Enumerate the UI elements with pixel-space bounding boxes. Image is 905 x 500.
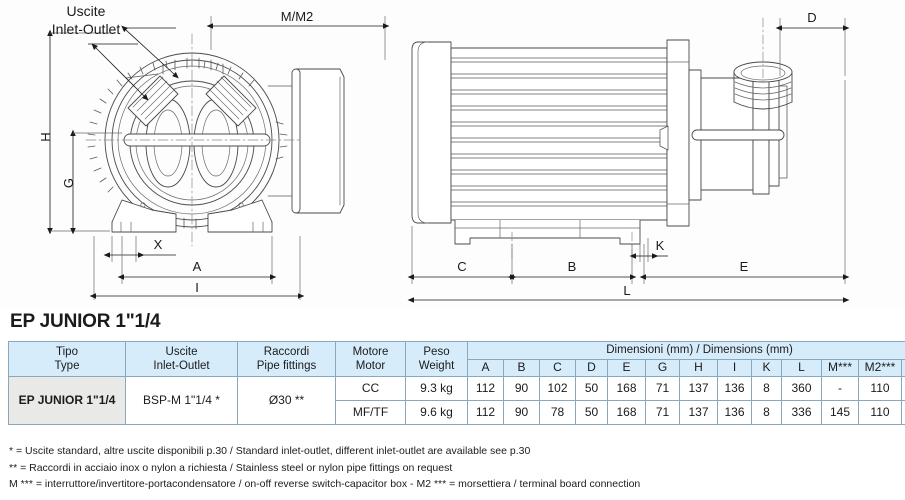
footnote-2: ** = Raccordi in acciaio inox o nylon a …	[9, 461, 453, 474]
dimension-d	[775, 18, 850, 76]
dimension-g	[70, 129, 122, 235]
callout-uscite-line2: Inlet-Outlet	[52, 21, 121, 37]
cell-dim-E: 168	[607, 376, 646, 401]
dimension-label-b: B	[568, 259, 577, 274]
page-title: EP JUNIOR 1"1/4	[10, 311, 161, 332]
footnote-3: M *** = interruttore/invertitore-portaco…	[9, 478, 641, 490]
cell-dim-K: 8	[751, 400, 782, 425]
cell-motor: MF/TF	[335, 400, 406, 425]
header-tipo-en: Type	[54, 360, 80, 372]
dimension-a	[117, 236, 277, 284]
cell-dim-C: 102	[539, 376, 576, 401]
cell-dim-X: 12	[900, 376, 905, 401]
header-dim-C: C	[539, 358, 576, 377]
cell-weight: 9.6 kg	[405, 400, 468, 425]
header-dim-E: E	[607, 358, 646, 377]
header-peso-it: Peso	[423, 345, 450, 358]
dimension-b	[507, 244, 637, 284]
dimension-label-k: K	[656, 238, 665, 253]
cell-dim-M: 145	[821, 400, 859, 425]
cell-dim-A: 112	[467, 400, 504, 425]
cell-dim-D: 50	[575, 376, 608, 401]
header-dim-M: M***	[821, 358, 859, 377]
cell-dim-I: 136	[717, 400, 752, 425]
header-uscite: Uscite Inlet-Outlet	[125, 341, 238, 377]
cell-uscite: BSP-M 1"1/4 *	[125, 376, 238, 425]
dimension-x	[103, 236, 176, 262]
cell-dim-L: 336	[781, 400, 822, 425]
cell-dim-I: 136	[717, 376, 752, 401]
cell-dim-M2: 110	[858, 376, 902, 401]
dimension-label-d: D	[807, 10, 816, 25]
table-row: MF/TF 9.6 kg 112 90 78 50 168 71 137 136…	[9, 400, 905, 425]
table-header-row-2: A B C D E G H I K L M*** M2*** X	[9, 358, 905, 377]
dimension-label-h: H	[38, 132, 53, 141]
cell-raccordi: Ø30 **	[237, 376, 336, 425]
header-dim-X: X	[900, 358, 905, 377]
header-motore: Motore Motor	[335, 341, 406, 377]
header-tipo: Tipo Type	[8, 341, 126, 377]
cell-dim-K: 8	[751, 376, 782, 401]
header-dim-B: B	[503, 358, 540, 377]
header-dim-I: I	[717, 358, 752, 377]
cell-dim-M: -	[821, 376, 859, 401]
header-motore-it: Motore	[352, 345, 389, 358]
header-peso-en: Weight	[418, 360, 455, 372]
header-dim-A: A	[467, 358, 504, 377]
header-dim-H: H	[679, 358, 718, 377]
dimension-label-a: A	[193, 259, 202, 274]
dimension-m-m2	[206, 16, 390, 60]
pump-front-view	[85, 33, 345, 247]
cell-weight: 9.3 kg	[405, 376, 468, 401]
cell-dim-A: 112	[467, 376, 504, 401]
technical-drawing: Uscite Inlet-Outlet M/M2 D H G X A I C B…	[38, 3, 850, 303]
header-dim-M2: M2***	[858, 358, 902, 377]
header-dimensioni: Dimensioni (mm) / Dimensions (mm)	[466, 341, 905, 360]
header-uscite-it: Uscite	[165, 345, 198, 358]
cell-dim-G: 71	[645, 376, 680, 401]
dimension-e	[639, 80, 850, 284]
header-dim-L: L	[781, 358, 822, 377]
header-raccordi-it: Raccordi	[263, 345, 310, 358]
header-raccordi-en: Pipe fittings	[256, 360, 317, 372]
cell-dim-X: 12	[900, 400, 905, 425]
callout-uscite-line1: Uscite	[67, 3, 106, 19]
header-motore-en: Motor	[355, 360, 386, 372]
cell-dim-B: 90	[503, 376, 540, 401]
cell-dim-E: 168	[607, 400, 646, 425]
dimension-label-m-m2: M/M2	[281, 9, 314, 24]
header-dim-K: K	[751, 358, 782, 377]
header-dim-G: G	[645, 358, 680, 377]
header-uscite-en: Inlet-Outlet	[153, 360, 210, 372]
cell-motor: CC	[335, 376, 406, 401]
dimension-h	[47, 29, 116, 235]
table-header-row-1: Tipo Type Uscite Inlet-Outlet Raccordi P…	[8, 341, 905, 377]
callout-leader	[88, 25, 179, 101]
dimension-label-e: E	[740, 259, 749, 274]
cell-dim-B: 90	[503, 400, 540, 425]
footnotes: * = Uscite standard, altre uscite dispon…	[9, 443, 640, 493]
table-row: EP JUNIOR 1"1/4 BSP-M 1"1/4 * Ø30 ** CC …	[8, 376, 905, 425]
cell-dim-L: 360	[781, 376, 822, 401]
cell-dim-M2: 110	[858, 400, 902, 425]
header-raccordi: Raccordi Pipe fittings	[237, 341, 336, 377]
dimension-label-c: C	[457, 259, 466, 274]
header-dim-D: D	[575, 358, 608, 377]
specification-table: Tipo Type Uscite Inlet-Outlet Raccordi P…	[8, 341, 905, 425]
dimension-i	[89, 236, 305, 300]
footnote-1: * = Uscite standard, altre uscite dispon…	[9, 445, 531, 457]
cell-dim-H: 137	[679, 400, 718, 425]
dimension-label-l: L	[623, 283, 630, 298]
cell-dim-H: 137	[679, 376, 718, 401]
pump-side-view	[411, 17, 793, 259]
cell-dim-C: 78	[539, 400, 576, 425]
dimension-label-x: X	[154, 237, 163, 252]
dimension-label-i: I	[195, 280, 199, 295]
cell-dim-D: 50	[575, 400, 608, 425]
header-tipo-it: Tipo	[56, 345, 78, 358]
header-peso: Peso Weight	[405, 341, 468, 377]
cell-dim-G: 71	[645, 400, 680, 425]
dimension-label-g: G	[61, 178, 76, 188]
cell-type: EP JUNIOR 1"1/4	[8, 376, 126, 425]
